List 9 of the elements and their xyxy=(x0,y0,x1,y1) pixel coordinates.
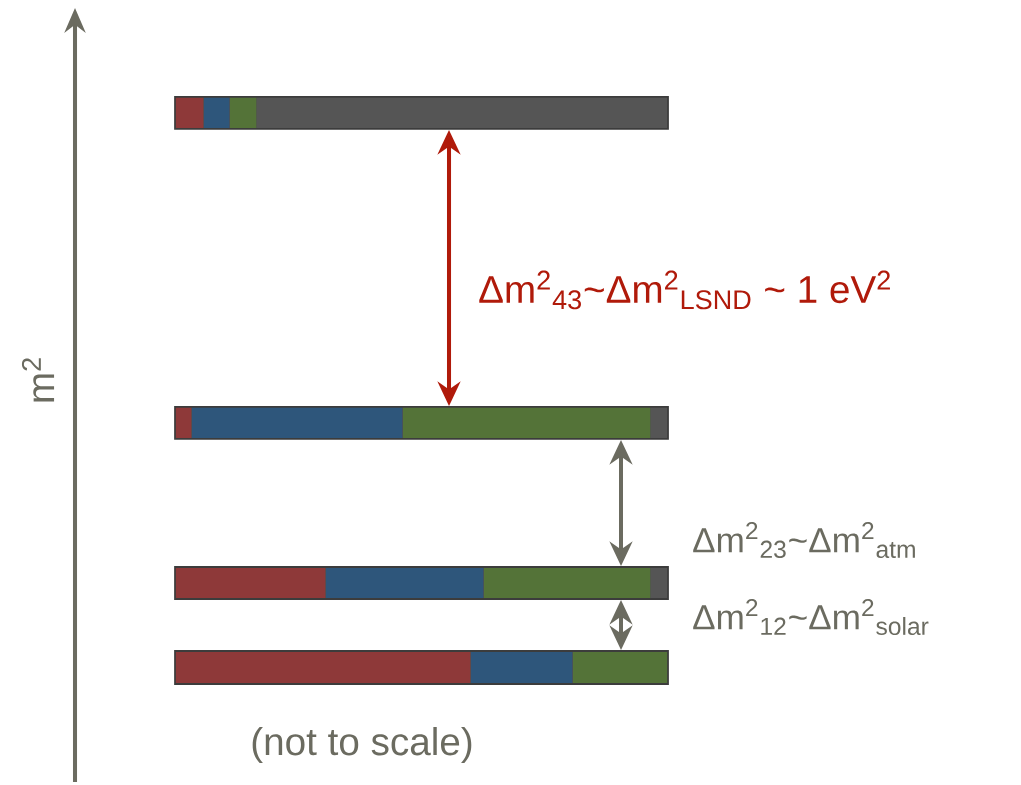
note: (not to scale) xyxy=(252,727,472,763)
level-bar xyxy=(174,406,669,440)
edge-label: Δm$^{2}$$_{43}$~Δm$^{2}$$_{LSND}$ ~ 1 eV$^{2}$ xyxy=(476,268,894,312)
edge-label: Δm$^{2}$$_{23}$~Δm$^{2}$atm xyxy=(690,520,920,560)
level-bar xyxy=(174,96,669,130)
level-bar xyxy=(174,650,669,685)
axis-label: m$^{2}$ xyxy=(21,358,55,402)
edge-label: Δm$^{2}$$_{12}$~Δm$^{2}$solar xyxy=(690,597,932,637)
level-bar xyxy=(174,566,669,600)
